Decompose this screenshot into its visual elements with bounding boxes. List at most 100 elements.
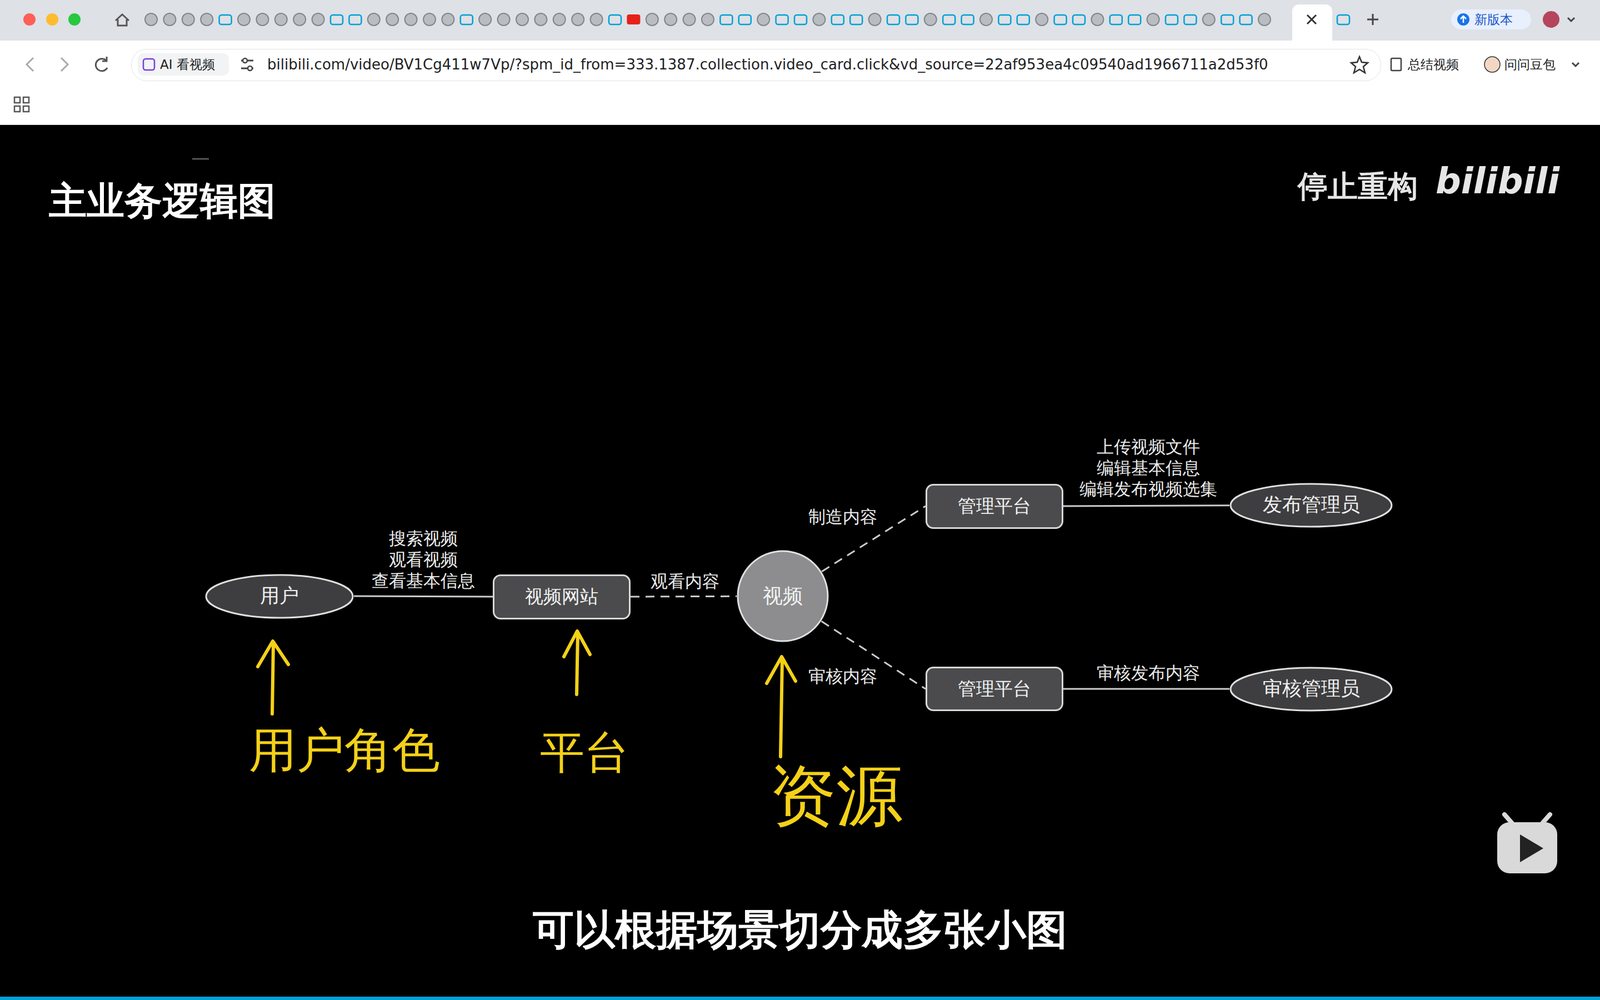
- node-ellipse: [1230, 667, 1392, 711]
- tab-favicon: [163, 13, 176, 26]
- tab-favicon: [1072, 15, 1085, 25]
- tab-favicon: [441, 13, 454, 26]
- node-label: 视频网站: [525, 585, 599, 608]
- summary-icon: [1391, 58, 1402, 71]
- tab-favicon: [1110, 15, 1123, 25]
- ai-icon: [143, 58, 155, 70]
- zoom-light: [68, 13, 81, 26]
- profile-chevron: [1567, 17, 1575, 22]
- role-ellipse: 用户: [205, 573, 354, 619]
- tab-close-icon: [1307, 15, 1317, 24]
- tab-favicon: [1221, 15, 1234, 25]
- video-subtitle: 可以根据场景切分成多张小图: [0, 904, 1600, 955]
- node-label: 视频: [762, 585, 803, 608]
- profile-avatar: [1542, 11, 1560, 28]
- star-icon: [1351, 56, 1368, 73]
- summary-button-text: 总结视频: [1407, 55, 1459, 74]
- tab-favicon: [590, 13, 603, 26]
- tab-favicon: [1165, 15, 1178, 25]
- tab-favicon: [1202, 13, 1215, 26]
- tab-favicon: [1337, 15, 1350, 25]
- tab-favicon: [219, 15, 232, 25]
- tab-favicon: [534, 13, 547, 26]
- tab-favicon: [980, 13, 993, 26]
- annotation-arrow: [766, 656, 796, 757]
- tab-favicon: [646, 13, 659, 26]
- dash-mark: [192, 158, 209, 160]
- tune-knob: [242, 58, 248, 63]
- edge-label: 搜索视频 观看视频 查看基本信息: [369, 528, 478, 592]
- back-icon: [26, 57, 34, 72]
- edge-label: 观看内容: [648, 571, 722, 593]
- process-box: 管理平台: [925, 666, 1064, 712]
- tab-favicon: [1147, 13, 1160, 26]
- node-ellipse: [737, 551, 828, 642]
- node-label: 发布管理员: [1262, 493, 1360, 517]
- solid-connector: [353, 596, 493, 597]
- edge-label: 上传视频文件 编辑基本信息 编辑发布视频选集: [1077, 436, 1220, 500]
- edge-label: 审核发布内容: [1094, 662, 1203, 684]
- tab-favicon: [182, 13, 195, 26]
- tab-favicon: [942, 15, 955, 25]
- tab-favicon: [1054, 15, 1067, 25]
- tab-favicon: [998, 15, 1011, 25]
- solid-connector: [1063, 505, 1230, 507]
- tab-favicon: [924, 13, 937, 26]
- tab-favicon: [497, 13, 510, 26]
- apps-cell: [14, 106, 20, 112]
- annotation-arrow: [257, 641, 289, 714]
- apps-grid-icon: [14, 97, 29, 112]
- annotation-arrow: [563, 631, 590, 695]
- solid-connector: [1063, 688, 1230, 690]
- edge-label: 审核内容: [806, 666, 880, 688]
- tab-favicon: [850, 15, 863, 25]
- tab-favicon: [367, 13, 380, 26]
- tab-favicon: [571, 13, 584, 26]
- dashed-connector: [630, 595, 737, 598]
- tab-favicon: [237, 13, 250, 26]
- apps-cell: [23, 106, 29, 112]
- tab-favicon: [405, 13, 418, 26]
- tab-favicon: [312, 13, 325, 26]
- tab-favicon: [608, 15, 622, 25]
- node-label: 审核管理员: [1262, 677, 1360, 700]
- close-light: [23, 13, 36, 26]
- tab-favicon: [757, 13, 770, 26]
- tab-favicon: [348, 15, 362, 25]
- tab-favicon: [776, 15, 789, 25]
- handwritten-note: 用户角色: [248, 716, 440, 784]
- tab-favicon: [1183, 15, 1197, 25]
- tab-favicon: [516, 13, 529, 26]
- address-chevron: [1572, 62, 1579, 67]
- tab-favicon: [293, 13, 306, 26]
- tab-favicon: [1017, 15, 1030, 25]
- tab-favicon: [200, 13, 213, 26]
- assistant-button-text: 问问豆包: [1504, 55, 1556, 74]
- tab-favicon: [145, 13, 158, 26]
- tab-favicon: [386, 13, 399, 26]
- apps-cell: [14, 97, 20, 103]
- tab-favicon: [831, 15, 844, 25]
- tab-favicon: [794, 15, 807, 25]
- tab-favicon: [478, 13, 492, 26]
- update-icon: [1457, 13, 1470, 26]
- node-ellipse: [206, 575, 353, 618]
- resource-circle: 视频: [736, 550, 829, 643]
- bookmark-bar: [0, 86, 1600, 125]
- node-label: 管理平台: [957, 677, 1032, 700]
- play-triangle: [1520, 834, 1544, 863]
- tab-favicon: [460, 15, 473, 25]
- new-tab-icon: [1367, 13, 1379, 25]
- tab-favicon: [1258, 13, 1271, 26]
- tv-antenna: [1504, 814, 1550, 824]
- home-icon: [115, 14, 129, 26]
- node-label: 管理平台: [957, 495, 1032, 518]
- watermark-text: 停止重构: [1297, 168, 1418, 205]
- ai-chip-text: AI 看视频: [160, 55, 215, 74]
- apps-cell: [23, 97, 29, 103]
- tab-favicon: [812, 13, 825, 26]
- tab-favicon: [738, 15, 752, 25]
- tab-favicon: [664, 13, 677, 26]
